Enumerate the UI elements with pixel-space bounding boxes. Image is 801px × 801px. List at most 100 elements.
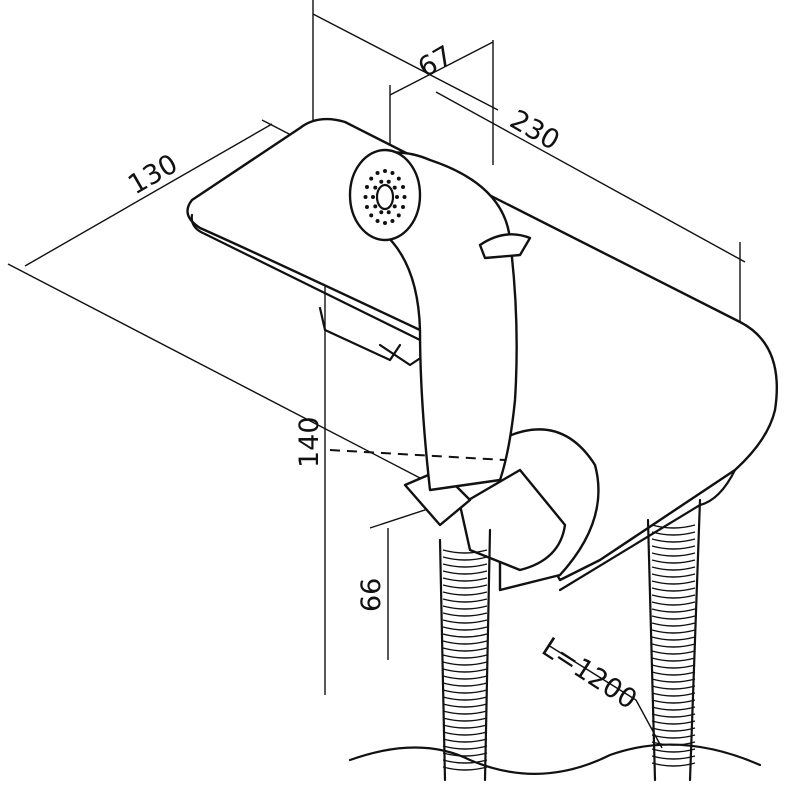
hose-rib (651, 657, 696, 662)
dimension-230: 230 (505, 104, 565, 157)
hose-rib (651, 629, 696, 634)
spray-hole (383, 169, 387, 173)
hose-rib (651, 650, 696, 655)
dimension-66: 66 (356, 578, 387, 612)
spray-hole (373, 204, 378, 209)
hose-rib (442, 717, 488, 722)
hose-rib (442, 745, 488, 750)
spray-hole (392, 185, 397, 190)
spray-hole (364, 185, 369, 190)
hose-rib (442, 738, 488, 743)
dimension-67: 67 (413, 40, 458, 84)
spray-hole (369, 176, 374, 181)
spray-hole (396, 176, 401, 181)
hose-rib (651, 755, 696, 760)
hose-rib (442, 549, 488, 554)
hose-rib (651, 608, 696, 613)
spray-hole (396, 213, 401, 218)
spray-hole (386, 210, 391, 215)
hose-rib (651, 685, 696, 690)
hose-rib (651, 524, 696, 529)
hand-shower (329, 148, 532, 492)
spray-hole (392, 204, 397, 209)
hose-rib (442, 570, 488, 575)
hose-rib (442, 654, 488, 659)
hose-rib (442, 766, 488, 771)
hose-rib (442, 626, 488, 631)
hose-rib (442, 647, 488, 652)
hose-rib (651, 566, 696, 571)
spray-hole (386, 179, 391, 184)
hose-rib (651, 587, 696, 592)
hose-rib (442, 619, 488, 624)
hose-rib (442, 752, 488, 757)
hose-rib (651, 538, 696, 543)
hose-rib (651, 615, 696, 620)
hose-rib (651, 762, 696, 767)
hose-rib (651, 643, 696, 648)
hose-rib (442, 661, 488, 666)
hose-rib (442, 605, 488, 610)
spray-hole (364, 204, 369, 209)
spray-hole (402, 195, 407, 199)
dimension-hose-length: L=1200 (536, 632, 642, 716)
spray-hole (390, 170, 395, 175)
spray-hole (379, 179, 384, 184)
hose-rib (442, 703, 488, 708)
hose-rib (651, 692, 696, 697)
hose-rib (442, 591, 488, 596)
hose-rib (442, 710, 488, 715)
spray-hole (375, 219, 380, 224)
hose-rib (651, 748, 696, 753)
hose-rib (651, 699, 696, 704)
hose-rib (442, 724, 488, 729)
hose-rib (651, 559, 696, 564)
hose-rib (442, 640, 488, 645)
hose-rib (651, 594, 696, 599)
dimension-140: 140 (294, 416, 325, 468)
hose-rib (442, 682, 488, 687)
spray-hole (395, 195, 399, 199)
hose-rib (442, 696, 488, 701)
hose-rib (442, 731, 488, 736)
hose-rib (442, 584, 488, 589)
spray-hole (371, 195, 375, 199)
hose-rib (651, 601, 696, 606)
hose-rib (651, 531, 696, 536)
spray-hole (363, 195, 368, 199)
hose-rib (442, 668, 488, 673)
hoses (438, 498, 702, 782)
spray-hole (379, 210, 384, 215)
hose-rib (442, 633, 488, 638)
spray-hole (383, 221, 387, 225)
spray-hole (401, 204, 406, 209)
hose-rib (442, 675, 488, 680)
hose-rib (442, 598, 488, 603)
hose-rib (442, 563, 488, 568)
hose-rib (651, 706, 696, 711)
hose-rib (651, 720, 696, 725)
hose-rib (651, 671, 696, 676)
hose-rib (651, 580, 696, 585)
hose-rib (651, 678, 696, 683)
hose-rib (442, 689, 488, 694)
hose-rib (651, 636, 696, 641)
spray-hole (390, 219, 395, 224)
hose-rib (651, 622, 696, 627)
hose-rib (651, 552, 696, 557)
spray-hole (375, 170, 380, 175)
spray-hole (373, 185, 378, 190)
hose-rib (651, 727, 696, 732)
hose-rib (651, 545, 696, 550)
hose-rib (651, 664, 696, 669)
hose-rib (442, 556, 488, 561)
spray-hole (401, 185, 406, 190)
spray-hole (369, 213, 374, 218)
floor-line (348, 743, 762, 775)
hose-rib (442, 577, 488, 582)
hose-rib (651, 713, 696, 718)
hose-rib (442, 612, 488, 617)
hose-rib (442, 759, 488, 764)
hose-rib (651, 573, 696, 578)
